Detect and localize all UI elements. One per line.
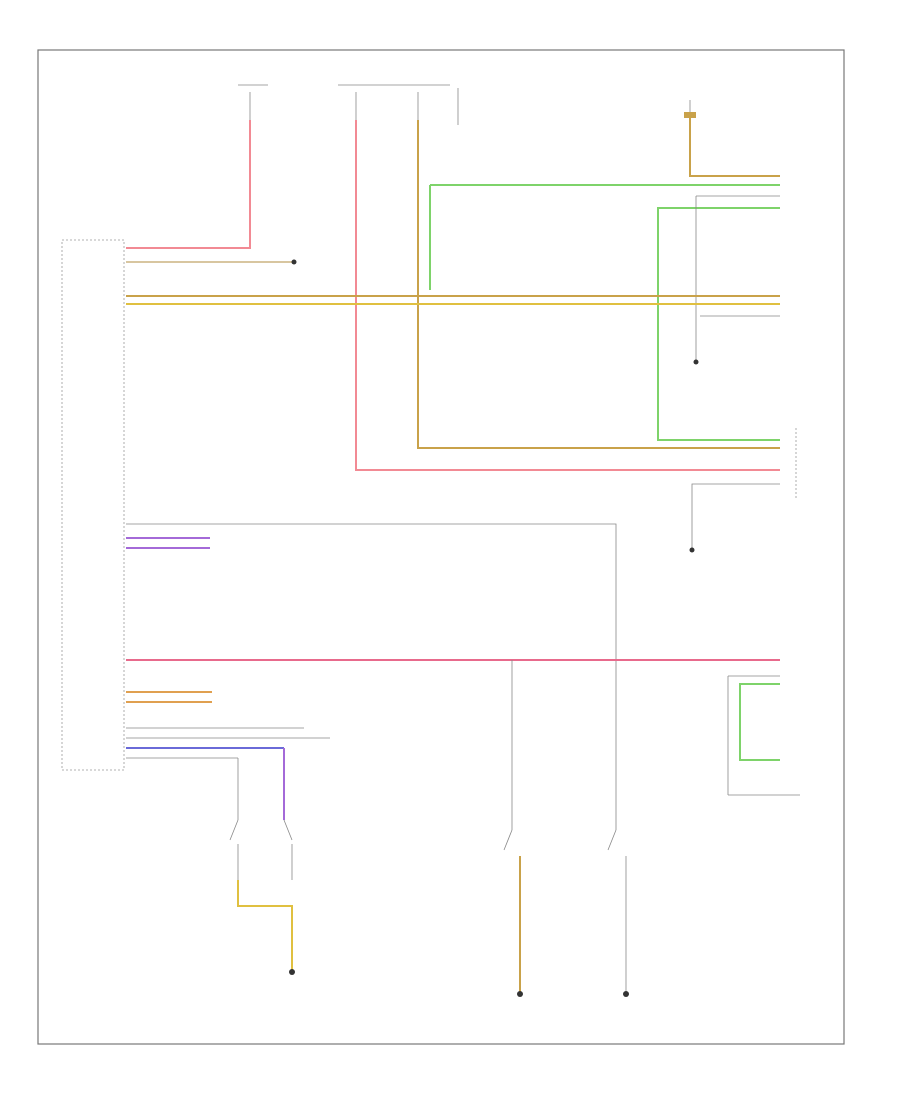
wire-green-top — [429, 184, 780, 290]
instrument-cluster — [727, 675, 800, 796]
ground-bottom-middle — [517, 991, 523, 997]
top-right-component — [684, 100, 696, 118]
fuse-c — [370, 84, 459, 125]
wire-tan-switch-left-join — [237, 880, 293, 970]
wire-red-fuse-b — [355, 120, 780, 471]
wire-red-fuse-a — [126, 120, 251, 249]
ground-mid — [693, 359, 699, 365]
wire-brown-vertical — [689, 118, 780, 177]
wire-brown-fuse-c — [417, 120, 780, 449]
fuse-b — [338, 84, 370, 120]
switch-middle — [503, 829, 513, 851]
switch-left-1 — [229, 819, 239, 880]
fuse-a — [238, 84, 268, 120]
ground-top — [291, 259, 297, 265]
wire-tan-vertical — [695, 195, 780, 360]
ground-bottom-right — [623, 991, 629, 997]
wire-tan-right-ground — [691, 483, 780, 548]
ground-right — [689, 547, 695, 553]
wire-green-loop — [657, 207, 780, 441]
wire-tan-to-switch-r — [126, 523, 617, 830]
control-module-box — [61, 239, 125, 771]
ground-bottom-left — [289, 969, 295, 975]
switch-left-2 — [283, 819, 293, 880]
diagram-frame — [37, 49, 845, 1045]
switch-right — [607, 829, 617, 851]
